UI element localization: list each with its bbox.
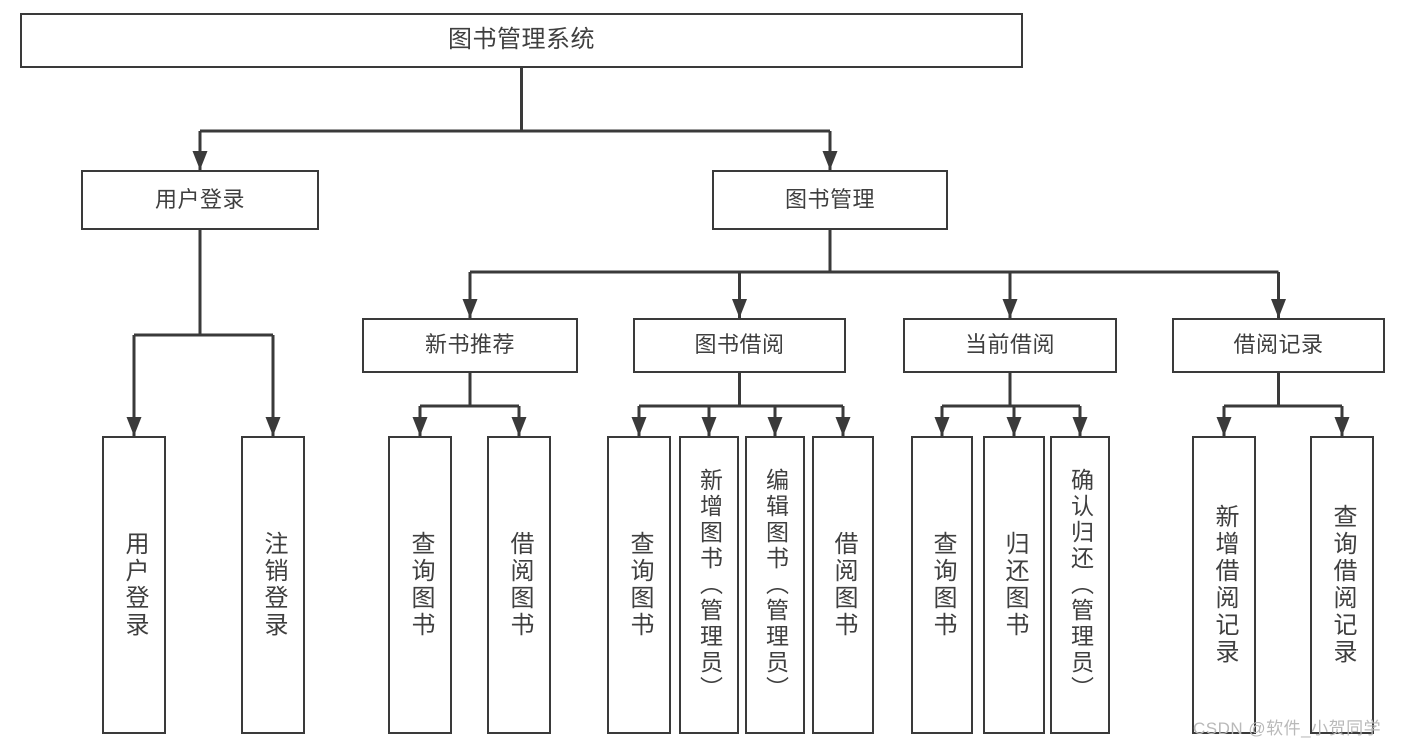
node-leaf-add-book[interactable]: 新增图书（管理员） <box>679 436 739 734</box>
node-label-book-manage: 图书管理 <box>784 186 875 212</box>
node-label-leaf-user-login: 用户登录 <box>121 531 148 639</box>
node-user-login[interactable]: 用户登录 <box>81 170 319 230</box>
node-label-current-borrow: 当前借阅 <box>964 332 1055 358</box>
node-new-book-rec[interactable]: 新书推荐 <box>362 318 578 373</box>
node-label-leaf-edit-book: 编辑图书（管理员） <box>762 468 789 702</box>
node-leaf-edit-book[interactable]: 编辑图书（管理员） <box>745 436 805 734</box>
node-label-user-login: 用户登录 <box>154 186 245 212</box>
node-leaf-query-book-2[interactable]: 查询图书 <box>607 436 671 734</box>
node-label-leaf-confirm-return: 确认归还（管理员） <box>1067 468 1094 702</box>
node-book-manage[interactable]: 图书管理 <box>712 170 948 230</box>
node-label-leaf-user-logout: 注销登录 <box>260 531 287 639</box>
node-current-borrow[interactable]: 当前借阅 <box>903 318 1117 373</box>
node-label-leaf-add-book: 新增图书（管理员） <box>696 468 723 702</box>
node-label-leaf-query-book-1: 查询图书 <box>407 531 434 639</box>
node-label-new-book-rec: 新书推荐 <box>424 332 515 358</box>
csdn-watermark: CSDN @软件_小贺同学 <box>1193 719 1382 738</box>
node-leaf-borrow-book-2[interactable]: 借阅图书 <box>812 436 874 734</box>
node-leaf-user-logout[interactable]: 注销登录 <box>241 436 305 734</box>
node-leaf-user-login[interactable]: 用户登录 <box>102 436 166 734</box>
node-leaf-query-record[interactable]: 查询借阅记录 <box>1310 436 1374 734</box>
node-label-book-borrow: 图书借阅 <box>694 332 785 358</box>
node-book-borrow[interactable]: 图书借阅 <box>633 318 846 373</box>
node-label-root: 图书管理系统 <box>448 26 595 54</box>
node-borrow-record[interactable]: 借阅记录 <box>1172 318 1385 373</box>
node-label-leaf-add-record: 新增借阅记录 <box>1211 504 1238 666</box>
node-label-leaf-return-book: 归还图书 <box>1001 531 1028 639</box>
node-leaf-add-record[interactable]: 新增借阅记录 <box>1192 436 1256 734</box>
node-leaf-return-book[interactable]: 归还图书 <box>983 436 1045 734</box>
node-leaf-borrow-book-1[interactable]: 借阅图书 <box>487 436 551 734</box>
node-label-leaf-query-book-2: 查询图书 <box>626 531 653 639</box>
node-leaf-query-book-3[interactable]: 查询图书 <box>911 436 973 734</box>
node-root[interactable]: 图书管理系统 <box>20 13 1023 68</box>
node-label-leaf-borrow-book-1: 借阅图书 <box>506 531 533 639</box>
node-leaf-confirm-return[interactable]: 确认归还（管理员） <box>1050 436 1110 734</box>
node-label-leaf-borrow-book-2: 借阅图书 <box>830 531 857 639</box>
node-label-leaf-query-book-3: 查询图书 <box>929 531 956 639</box>
node-label-leaf-query-record: 查询借阅记录 <box>1329 504 1356 666</box>
node-leaf-query-book-1[interactable]: 查询图书 <box>388 436 452 734</box>
node-label-borrow-record: 借阅记录 <box>1233 332 1324 358</box>
